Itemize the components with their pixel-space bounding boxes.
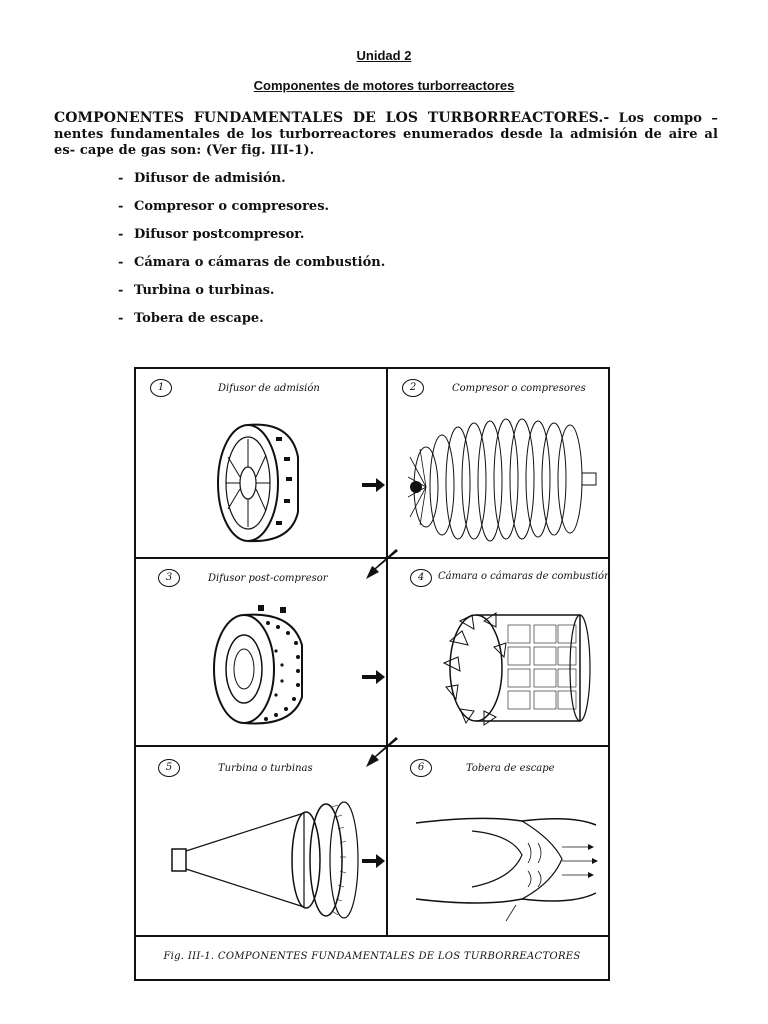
figure-caption: Fig. III-1. COMPONENTES FUNDAMENTALES DE… bbox=[163, 951, 581, 962]
list-item: -Difusor de admisión. bbox=[118, 171, 286, 186]
arrow-down-left-icon bbox=[366, 549, 398, 579]
cell-number: 6 bbox=[410, 759, 432, 777]
combustion-chamber-illustration bbox=[442, 612, 591, 726]
cell-label: Turbina o turbinas bbox=[218, 763, 313, 774]
turbine-illustration bbox=[171, 801, 359, 919]
list-item-text: Compresor o compresores. bbox=[134, 199, 330, 214]
list-item: -Difusor postcompresor. bbox=[118, 227, 305, 242]
list-item-text: Difusor de admisión. bbox=[134, 171, 286, 186]
list-item: -Turbina o turbinas. bbox=[118, 283, 275, 298]
unit-title: Unidad 2 bbox=[356, 48, 412, 63]
arrow-right-icon bbox=[362, 670, 385, 684]
cell-label: Difusor post-compresor bbox=[208, 573, 328, 584]
cell-label: Difusor de admisión bbox=[218, 383, 320, 394]
post-compressor-diffuser-illustration bbox=[213, 605, 303, 725]
arrow-right-icon bbox=[362, 478, 385, 492]
cell-label: Compresor o compresores bbox=[452, 383, 586, 394]
cell-number: 4 bbox=[410, 569, 432, 587]
inlet-diffuser-illustration bbox=[217, 423, 299, 543]
intro-heading: COMPONENTES FUNDAMENTALES DE LOS TURBORR… bbox=[54, 110, 610, 126]
exhaust-nozzle-illustration bbox=[415, 817, 598, 922]
page-subtitle: Componentes de motores turborreactores bbox=[253, 78, 515, 93]
list-item-text: Tobera de escape. bbox=[134, 311, 264, 326]
cell-number: 2 bbox=[402, 379, 424, 397]
list-item: -Tobera de escape. bbox=[118, 311, 264, 326]
list-item: -Cámara o cámaras de combustión. bbox=[118, 255, 386, 270]
grid-divider bbox=[136, 557, 608, 559]
intro-paragraph: COMPONENTES FUNDAMENTALES DE LOS TURBORR… bbox=[54, 110, 718, 159]
cell-label: Tobera de escape bbox=[466, 763, 555, 774]
grid-divider bbox=[386, 369, 388, 937]
cell-number: 1 bbox=[150, 379, 172, 397]
list-item-text: Difusor postcompresor. bbox=[134, 227, 305, 242]
component-list: -Difusor de admisión. -Compresor o compr… bbox=[118, 170, 385, 338]
arrow-down-left-icon bbox=[366, 737, 398, 767]
figure-components: 1 Difusor de admisión 2 Compresor o comp… bbox=[134, 367, 611, 981]
cell-label: Cámara o cámaras de combustión bbox=[438, 571, 611, 582]
grid-divider bbox=[136, 745, 608, 747]
list-item: -Compresor o compresores. bbox=[118, 199, 330, 214]
list-item-text: Cámara o cámaras de combustión. bbox=[134, 255, 386, 270]
cell-number: 5 bbox=[158, 759, 180, 777]
compressor-illustration bbox=[407, 418, 597, 542]
grid-divider bbox=[136, 935, 608, 937]
intro-body: Los compo – nentes fundamentales de los … bbox=[54, 111, 718, 158]
arrow-right-icon bbox=[362, 854, 385, 868]
cell-number: 3 bbox=[158, 569, 180, 587]
list-item-text: Turbina o turbinas. bbox=[134, 283, 275, 298]
